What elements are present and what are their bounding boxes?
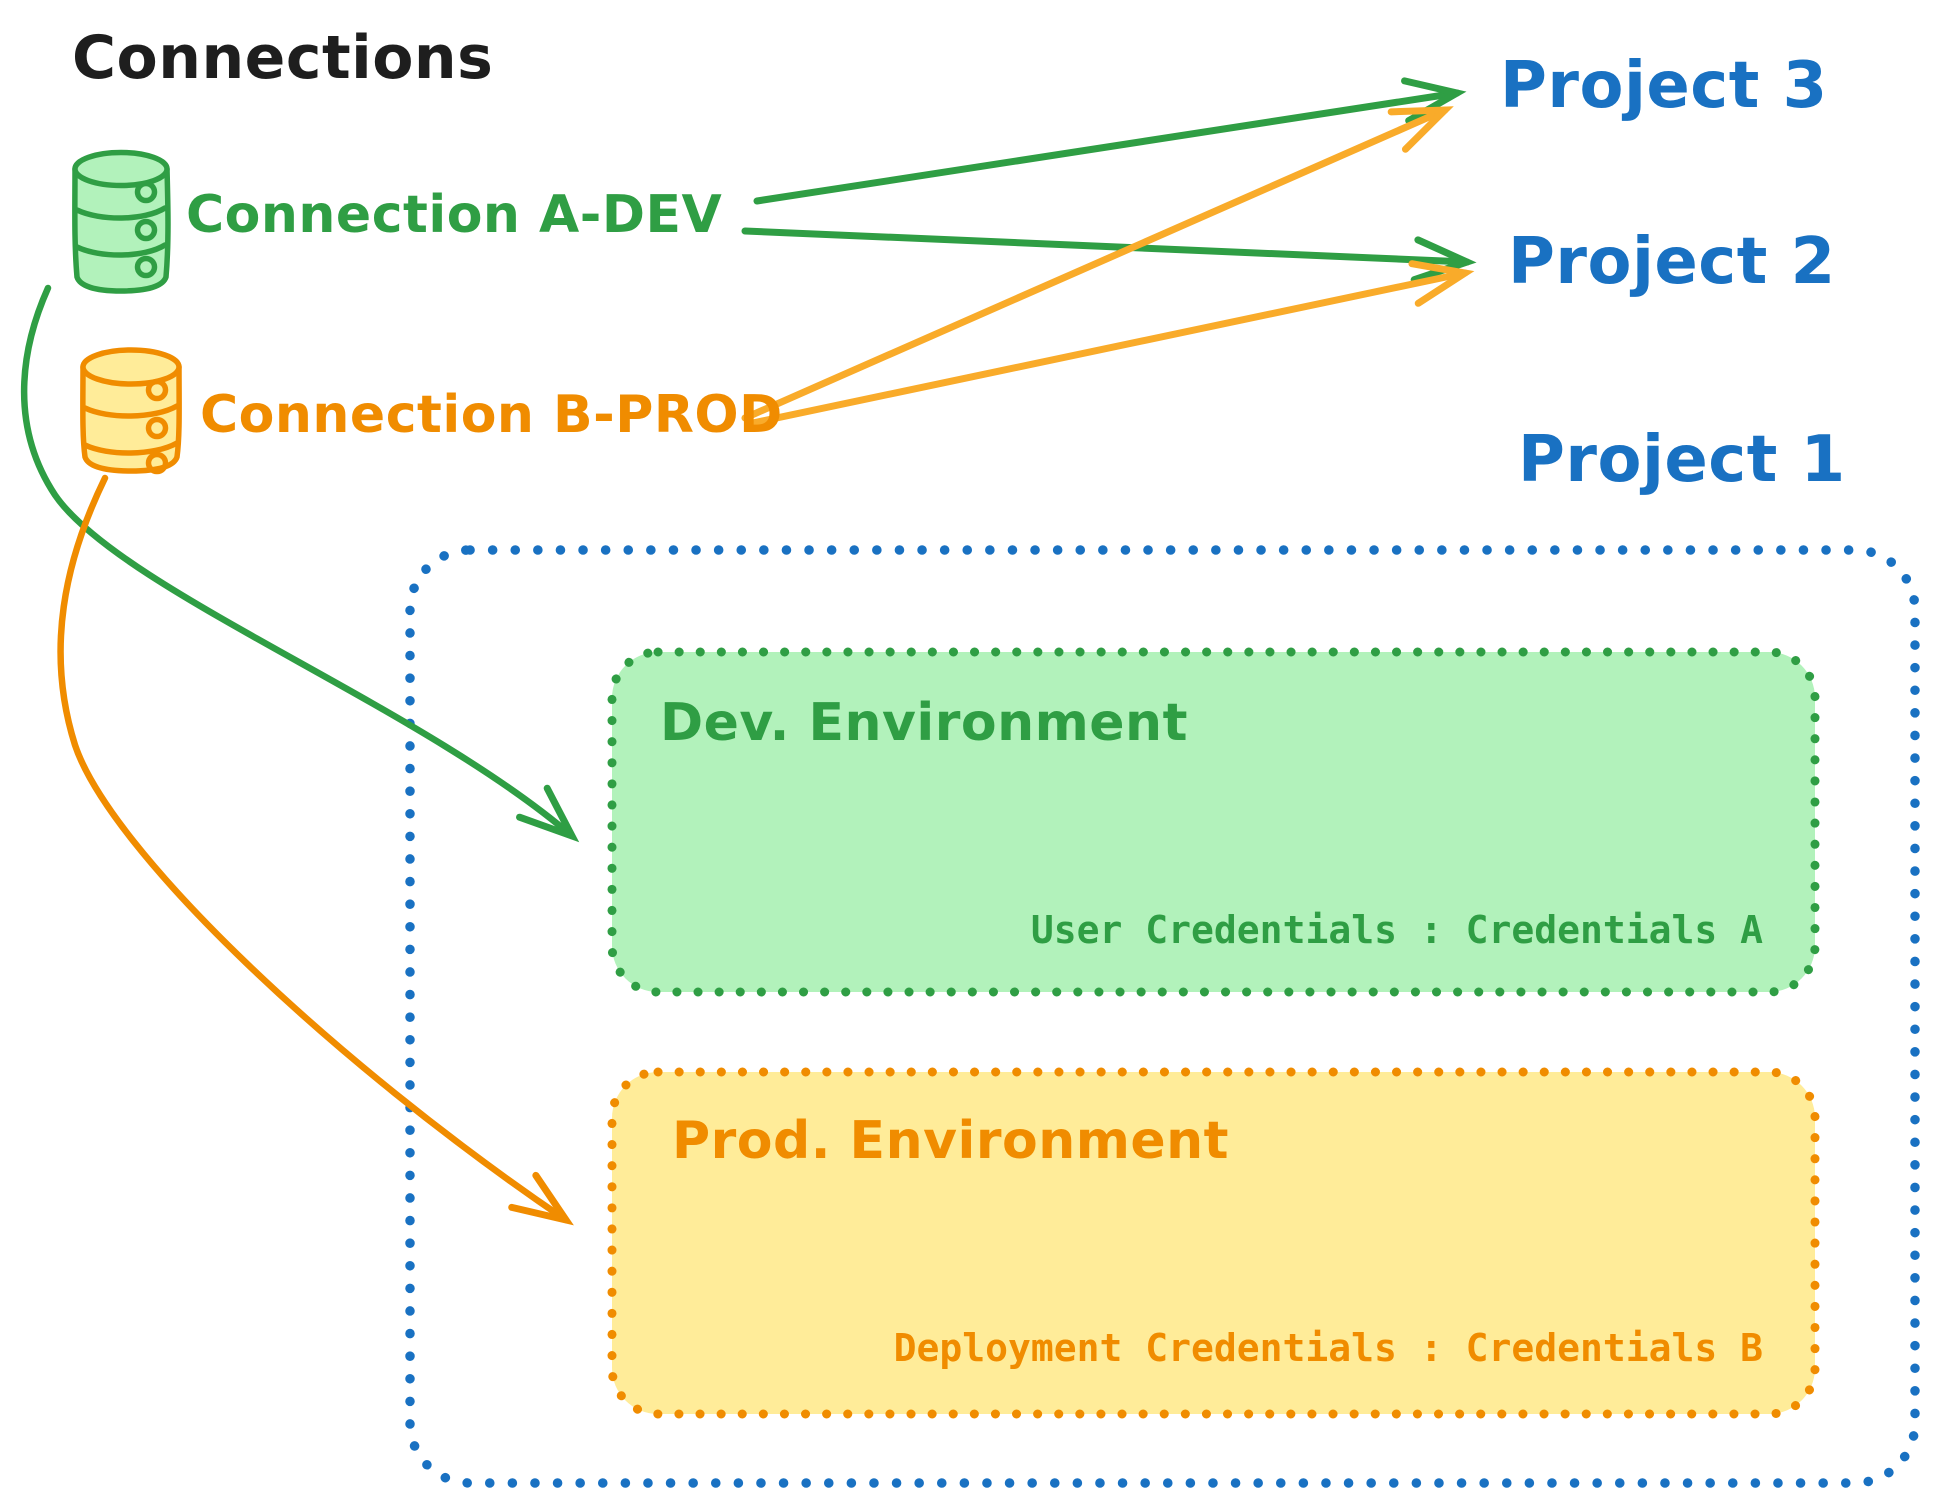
arrow-b-prod-to-prod-environment (57, 474, 574, 1226)
dev-environment-title: Dev. Environment (660, 693, 1188, 753)
arrow-b-prod-to-project-3 (741, 106, 1454, 422)
dev-environment-box (607, 647, 1820, 997)
project-2-label: Project 2 (1508, 225, 1836, 299)
arrow-b-prod-to-project-2 (744, 260, 1475, 428)
database-cylinder-icon-dev (72, 149, 171, 294)
connection-b-prod-label: Connection B-PROD (200, 385, 783, 445)
project-3-label: Project 3 (1500, 49, 1828, 123)
connection-a-dev-label: Connection A-DEV (186, 185, 723, 245)
project1-container-box (405, 545, 1920, 1488)
prod-environment-title: Prod. Environment (672, 1111, 1230, 1171)
project-1-label: Project 1 (1518, 423, 1846, 497)
arrow-a-dev-to-dev-environment (20, 284, 580, 843)
arrow-a-dev-to-project-3 (753, 77, 1467, 205)
database-cylinder-icon-prod (80, 347, 182, 475)
prod-environment-box (607, 1067, 1820, 1419)
dev-environment-credentials-text: User Credentials : Credentials A (1030, 908, 1763, 952)
diagram-title: Connections (72, 23, 494, 93)
arrow-a-dev-to-project-2 (741, 227, 1477, 284)
prod-environment-credentials-text: Deployment Credentials : Credentials B (893, 1326, 1763, 1370)
